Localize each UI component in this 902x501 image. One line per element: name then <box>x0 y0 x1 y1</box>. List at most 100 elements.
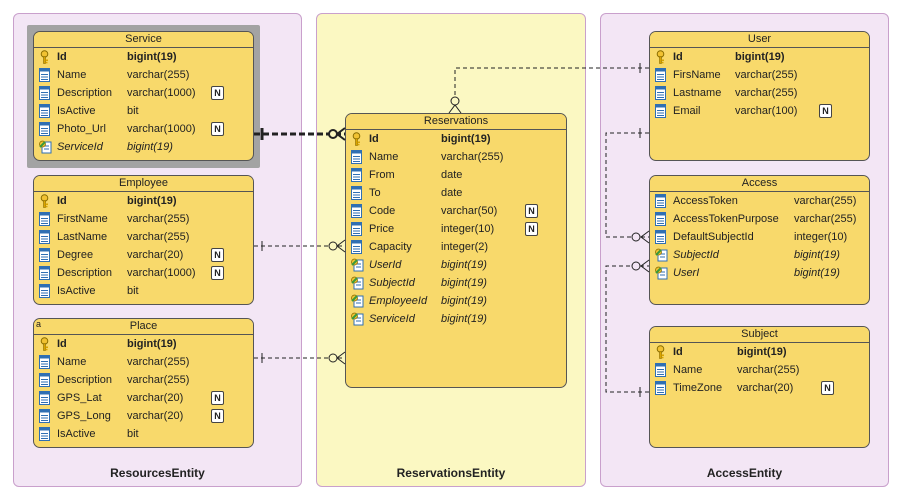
column-name: ServiceId <box>369 313 415 325</box>
column-icon <box>655 363 666 377</box>
column-name: Description <box>57 374 113 386</box>
entity-title: Reservations <box>346 114 566 130</box>
column-type: bigint(19) <box>737 346 787 358</box>
column-icon <box>39 409 50 423</box>
column-type: varchar(255) <box>737 364 800 376</box>
column-type: bigint(19) <box>127 51 177 63</box>
package-label: AccessEntity <box>706 466 783 480</box>
column-name: Code <box>369 205 396 217</box>
column-icon <box>39 391 50 405</box>
column-type: bigint(19) <box>735 51 785 63</box>
relation-subject-access <box>605 265 649 393</box>
relation-user-access <box>605 132 649 238</box>
column-name: Id <box>673 51 683 63</box>
column-row[interactable]: ServiceId bigint(19) <box>346 310 566 328</box>
entity-title: Service <box>34 32 253 48</box>
zero-marker <box>328 129 338 139</box>
nullable-icon: N <box>525 204 538 218</box>
crowfoot-marker <box>448 104 462 114</box>
entity-title: Place <box>34 319 253 335</box>
column-name: Price <box>369 223 395 235</box>
column-name: IsActive <box>57 428 96 440</box>
column-icon <box>351 240 362 254</box>
column-name: TimeZone <box>673 382 723 394</box>
column-name: ServiceId <box>57 141 103 153</box>
column-name: Name <box>57 356 87 368</box>
column-row[interactable]: Id bigint(19) <box>34 48 253 66</box>
column-name: Capacity <box>369 241 412 253</box>
column-type: varchar(255) <box>794 213 857 225</box>
column-type: bigint(19) <box>441 259 487 271</box>
column-icon <box>39 212 50 226</box>
primary-key-icon <box>39 50 50 64</box>
nullable-icon: N <box>211 266 224 280</box>
column-name: Id <box>369 133 379 145</box>
column-name: Name <box>673 364 703 376</box>
column-type: date <box>441 187 463 199</box>
column-type: varchar(255) <box>441 151 504 163</box>
column-icon <box>39 266 50 280</box>
column-row[interactable]: Id bigint(19) <box>650 48 869 66</box>
column-name: From <box>369 169 395 181</box>
primary-key-icon <box>39 194 50 208</box>
column-name: SubjectId <box>673 249 719 261</box>
entity-title: Subject <box>650 327 869 343</box>
column-name: Id <box>57 51 67 63</box>
column-name: GPS_Lat <box>57 392 102 404</box>
crowfoot-marker <box>640 259 650 273</box>
zero-marker <box>328 353 338 363</box>
column-icon <box>39 373 50 387</box>
column-type: bigint(19) <box>441 295 487 307</box>
column-name: SubjectId <box>369 277 415 289</box>
column-name: Description <box>57 87 113 99</box>
column-type: bigint(19) <box>441 313 487 325</box>
column-row[interactable]: Name varchar(255) <box>650 361 869 379</box>
column-name: Degree <box>57 249 94 261</box>
column-name: FirsName <box>673 69 721 81</box>
